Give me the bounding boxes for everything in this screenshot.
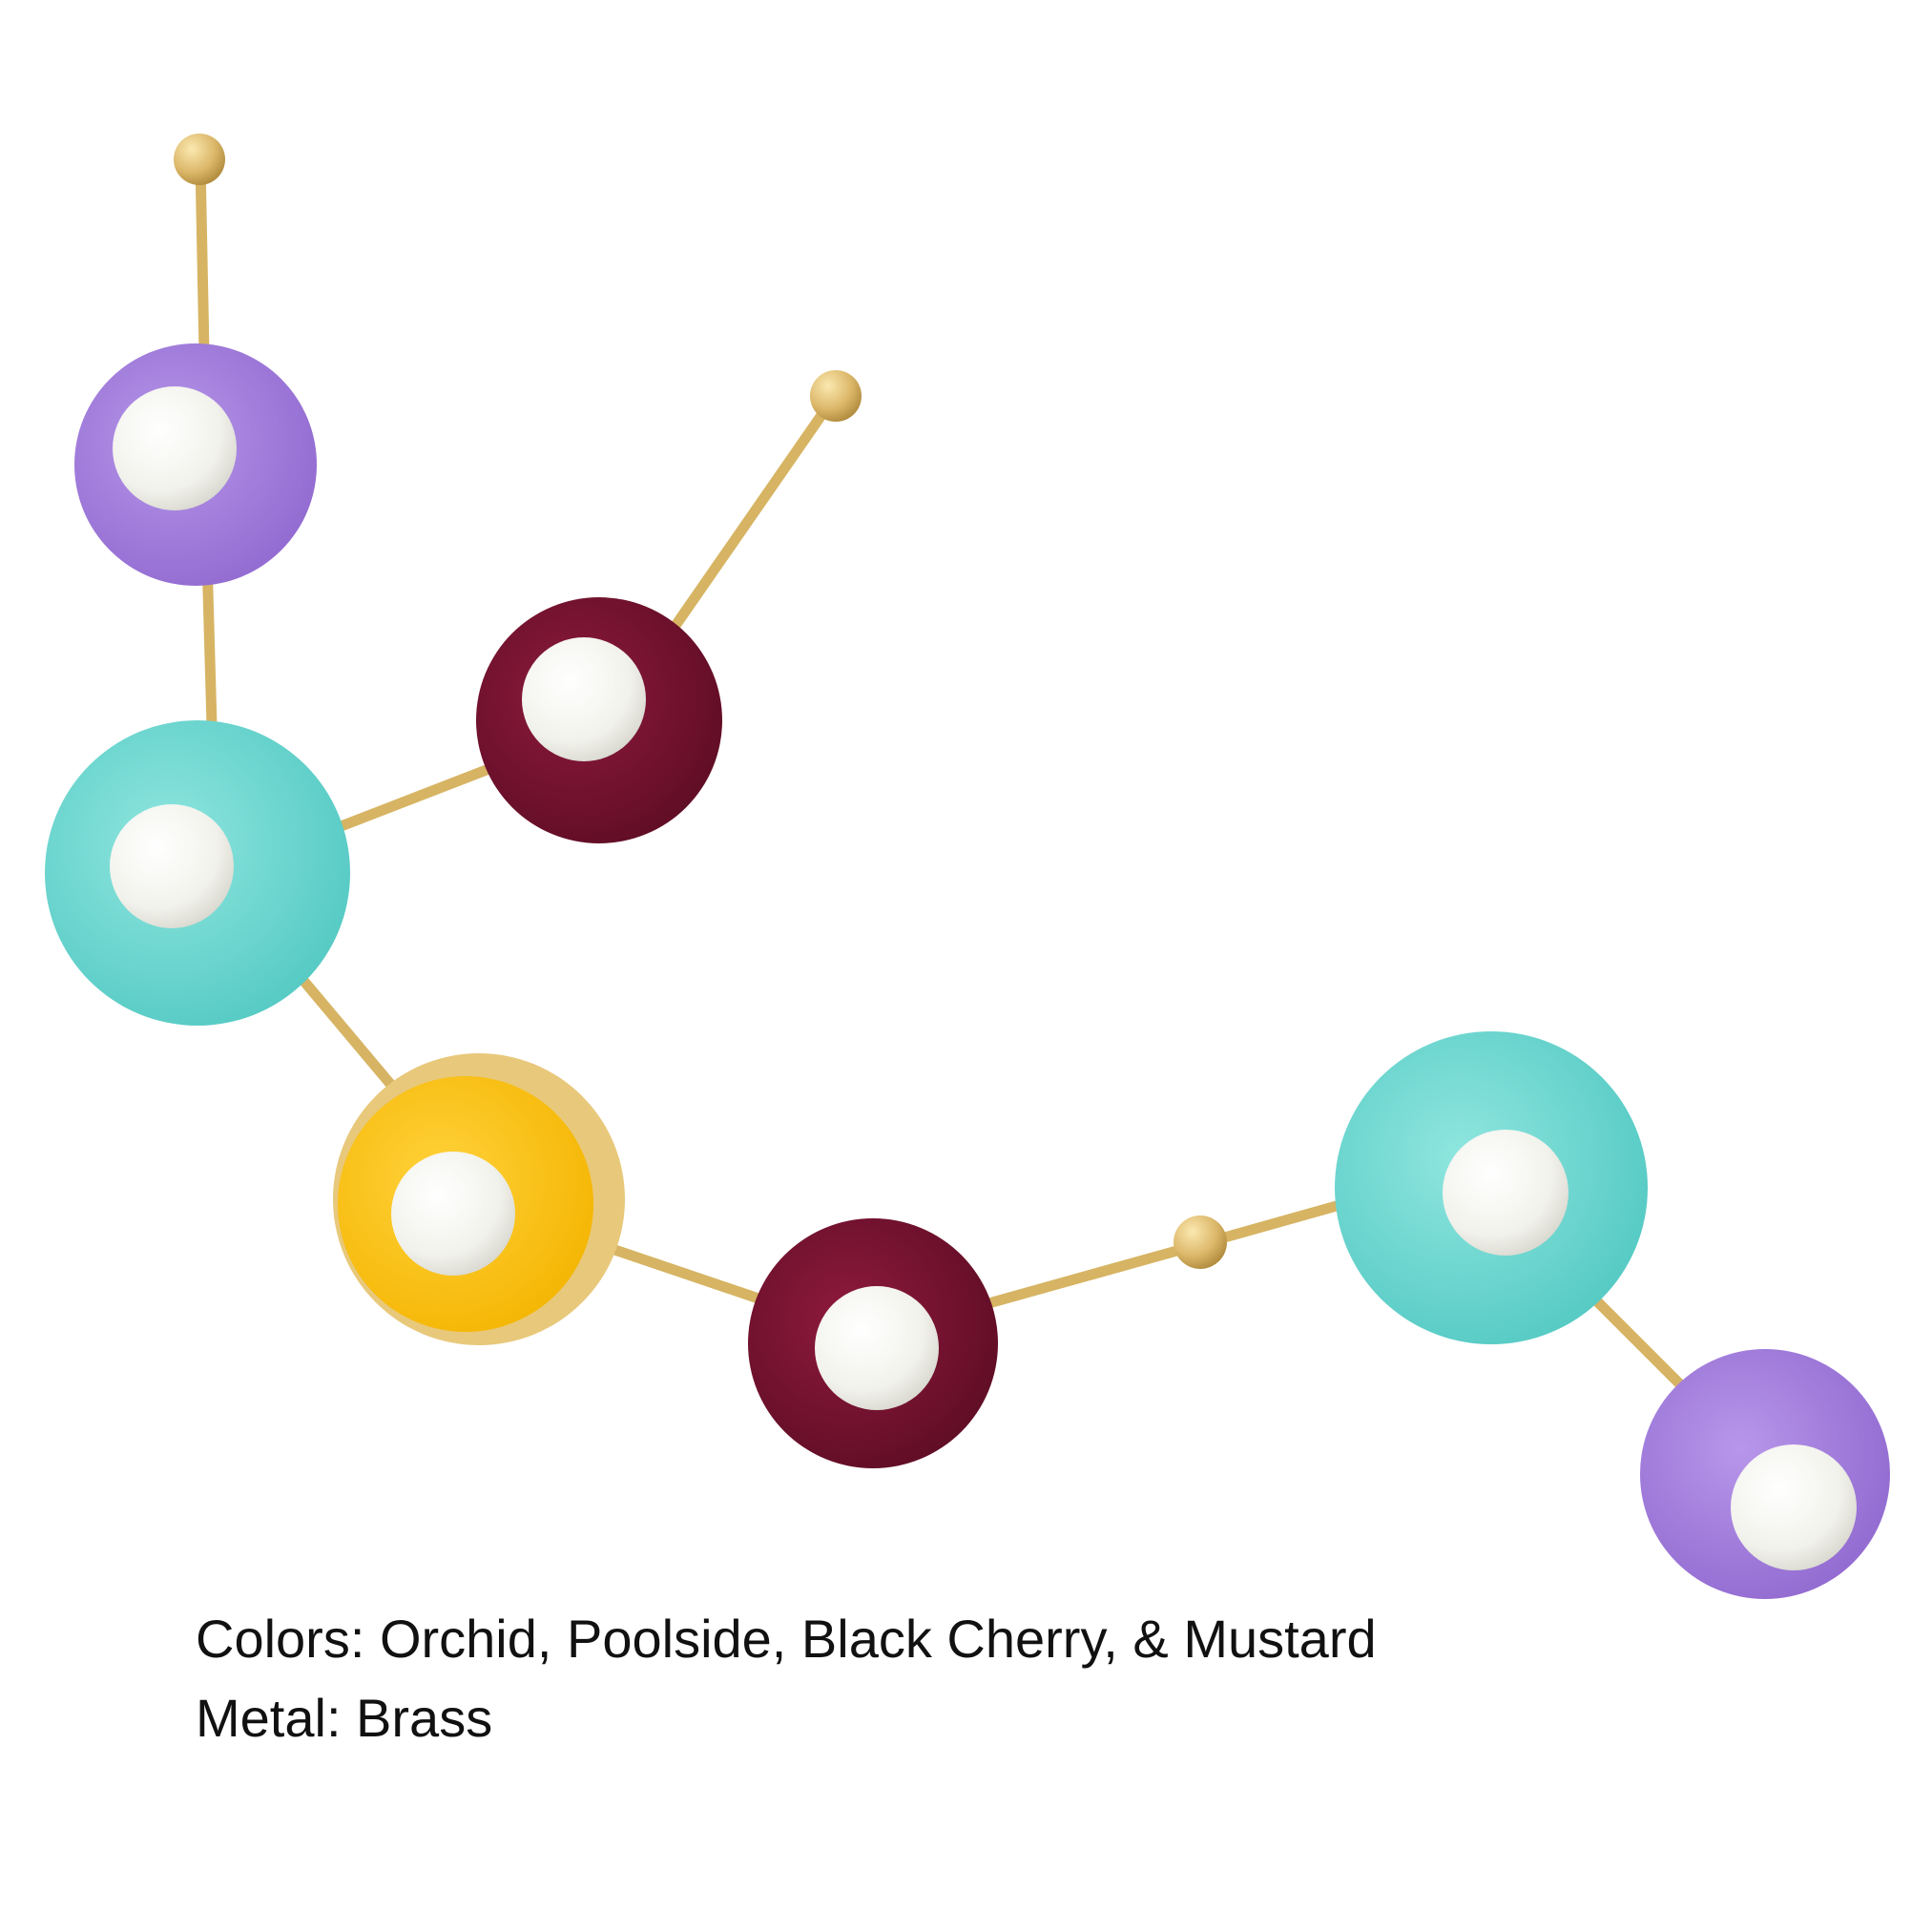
brass-rod: [1592, 1297, 1694, 1399]
light-bulb: [815, 1286, 939, 1410]
black-cherry-shade-lower: [748, 1218, 998, 1468]
brass-rod: [338, 762, 497, 831]
brass-rod: [195, 156, 210, 359]
mustard-shade: [333, 1053, 625, 1345]
light-bulb: [522, 637, 646, 761]
brass-finial: [1174, 1215, 1227, 1269]
poolside-shade-left: [45, 720, 350, 1026]
light-bulb: [110, 804, 234, 928]
black-cherry-shade-upper: [476, 597, 722, 843]
poolside-shade-right: [1335, 1031, 1648, 1344]
colors-caption: Colors: Orchid, Poolside, Black Cherry, …: [196, 1609, 1377, 1669]
orchid-shade-top: [74, 343, 317, 586]
orchid-shade-bottom: [1640, 1349, 1890, 1599]
brass-rod: [667, 390, 841, 635]
light-bulb: [391, 1152, 515, 1276]
brass-rod: [1215, 1196, 1356, 1244]
light-bulb: [113, 386, 237, 510]
brass-rod: [987, 1239, 1203, 1308]
metal-caption: Metal: Brass: [196, 1688, 493, 1748]
brass-rod: [300, 977, 411, 1108]
brass-finial: [174, 134, 225, 185]
brass-finial: [810, 370, 862, 422]
light-bulb: [1443, 1130, 1568, 1256]
light-bulb: [1731, 1444, 1857, 1570]
